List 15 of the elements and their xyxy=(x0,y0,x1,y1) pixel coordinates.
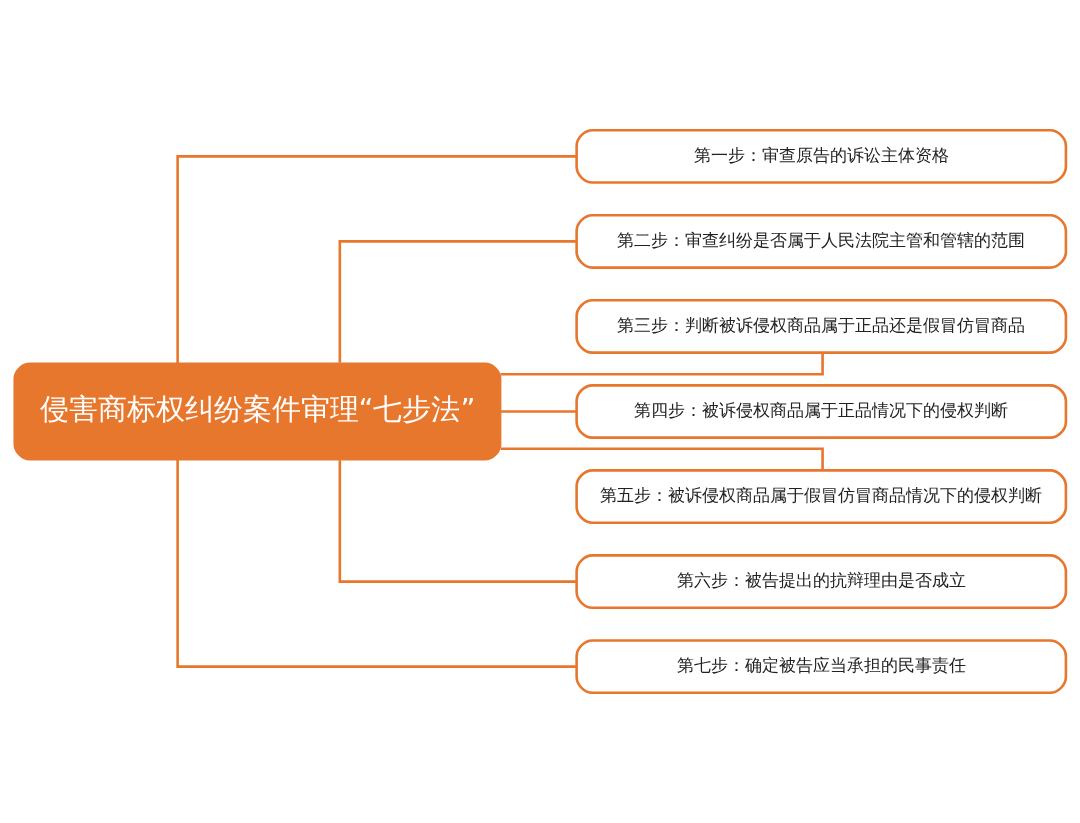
connector xyxy=(501,410,577,413)
node-box: 第二步：审查纠纷是否属于人民法院主管和管辖的范围 xyxy=(575,213,1068,269)
node-box: 第四步：被诉侵权商品属于正品情况下的侵权判断 xyxy=(575,384,1068,439)
connector xyxy=(176,460,577,668)
connector xyxy=(500,447,824,470)
node-box: 侵害商标权纠纷案件审理“七步法” xyxy=(13,362,502,461)
connector xyxy=(176,155,577,363)
node-box: 第一步：审查原告的诉讼主体资格 xyxy=(575,128,1068,184)
connector xyxy=(500,353,824,376)
connector xyxy=(338,460,577,583)
node-box: 第七步：确定被告应当承担的民事责任 xyxy=(575,639,1068,695)
node-box: 第六步：被告提出的抗辩理由是否成立 xyxy=(575,554,1068,610)
node-box: 第五步：被诉侵权商品属于假冒仿冒商品情况下的侵权判断 xyxy=(575,469,1068,524)
node-box: 第三步：判断被诉侵权商品属于正品还是假冒仿冒商品 xyxy=(575,299,1068,354)
connector xyxy=(338,240,577,363)
